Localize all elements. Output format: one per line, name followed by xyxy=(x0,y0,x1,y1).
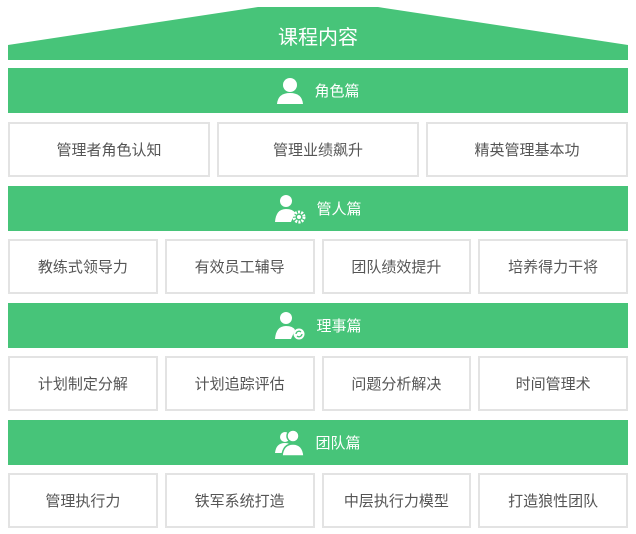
section-row-role: 管理者角色认知 管理业绩飙升 精英管理基本功 xyxy=(8,122,628,177)
page-title: 课程内容 xyxy=(278,25,358,49)
course-item[interactable]: 精英管理基本功 xyxy=(426,122,628,177)
section-title: 团队篇 xyxy=(315,434,361,452)
course-item[interactable]: 计划追踪评估 xyxy=(164,356,315,411)
section-banner-role: 角色篇 xyxy=(8,68,628,113)
course-item[interactable]: 铁军系统打造 xyxy=(164,473,315,528)
section-banner-affairs: 理事篇 xyxy=(8,303,628,348)
course-header: 课程内容 xyxy=(8,7,628,60)
user-icon xyxy=(277,77,304,104)
section-banner-team: 团队篇 xyxy=(8,420,628,465)
section-title: 管人篇 xyxy=(316,200,362,218)
course-item[interactable]: 管理业绩飙升 xyxy=(217,122,419,177)
course-item[interactable]: 计划制定分解 xyxy=(8,356,158,411)
course-item[interactable]: 中层执行力模型 xyxy=(321,473,472,528)
course-item[interactable]: 有效员工辅导 xyxy=(164,239,315,294)
course-item[interactable]: 管理执行力 xyxy=(8,473,158,528)
course-item[interactable]: 时间管理术 xyxy=(478,356,628,411)
course-item[interactable]: 教练式领导力 xyxy=(8,239,158,294)
section-title: 理事篇 xyxy=(316,317,362,335)
section-title: 角色篇 xyxy=(314,82,360,100)
course-item[interactable]: 打造狼性团队 xyxy=(478,473,628,528)
section-row-people: 教练式领导力 有效员工辅导 团队绩效提升 培养得力干将 xyxy=(8,239,628,294)
course-item[interactable]: 管理者角色认知 xyxy=(8,122,210,177)
course-item[interactable]: 培养得力干将 xyxy=(478,239,628,294)
users-icon xyxy=(275,428,306,457)
user-gear-icon xyxy=(275,194,306,223)
course-item[interactable]: 团队绩效提升 xyxy=(321,239,472,294)
header-shape xyxy=(8,7,628,60)
course-item[interactable]: 问题分析解决 xyxy=(321,356,472,411)
section-banner-people: 管人篇 xyxy=(8,186,628,231)
section-row-affairs: 计划制定分解 计划追踪评估 问题分析解决 时间管理术 xyxy=(8,356,628,411)
section-row-team: 管理执行力 铁军系统打造 中层执行力模型 打造狼性团队 xyxy=(8,473,628,528)
user-sync-icon xyxy=(275,311,305,339)
